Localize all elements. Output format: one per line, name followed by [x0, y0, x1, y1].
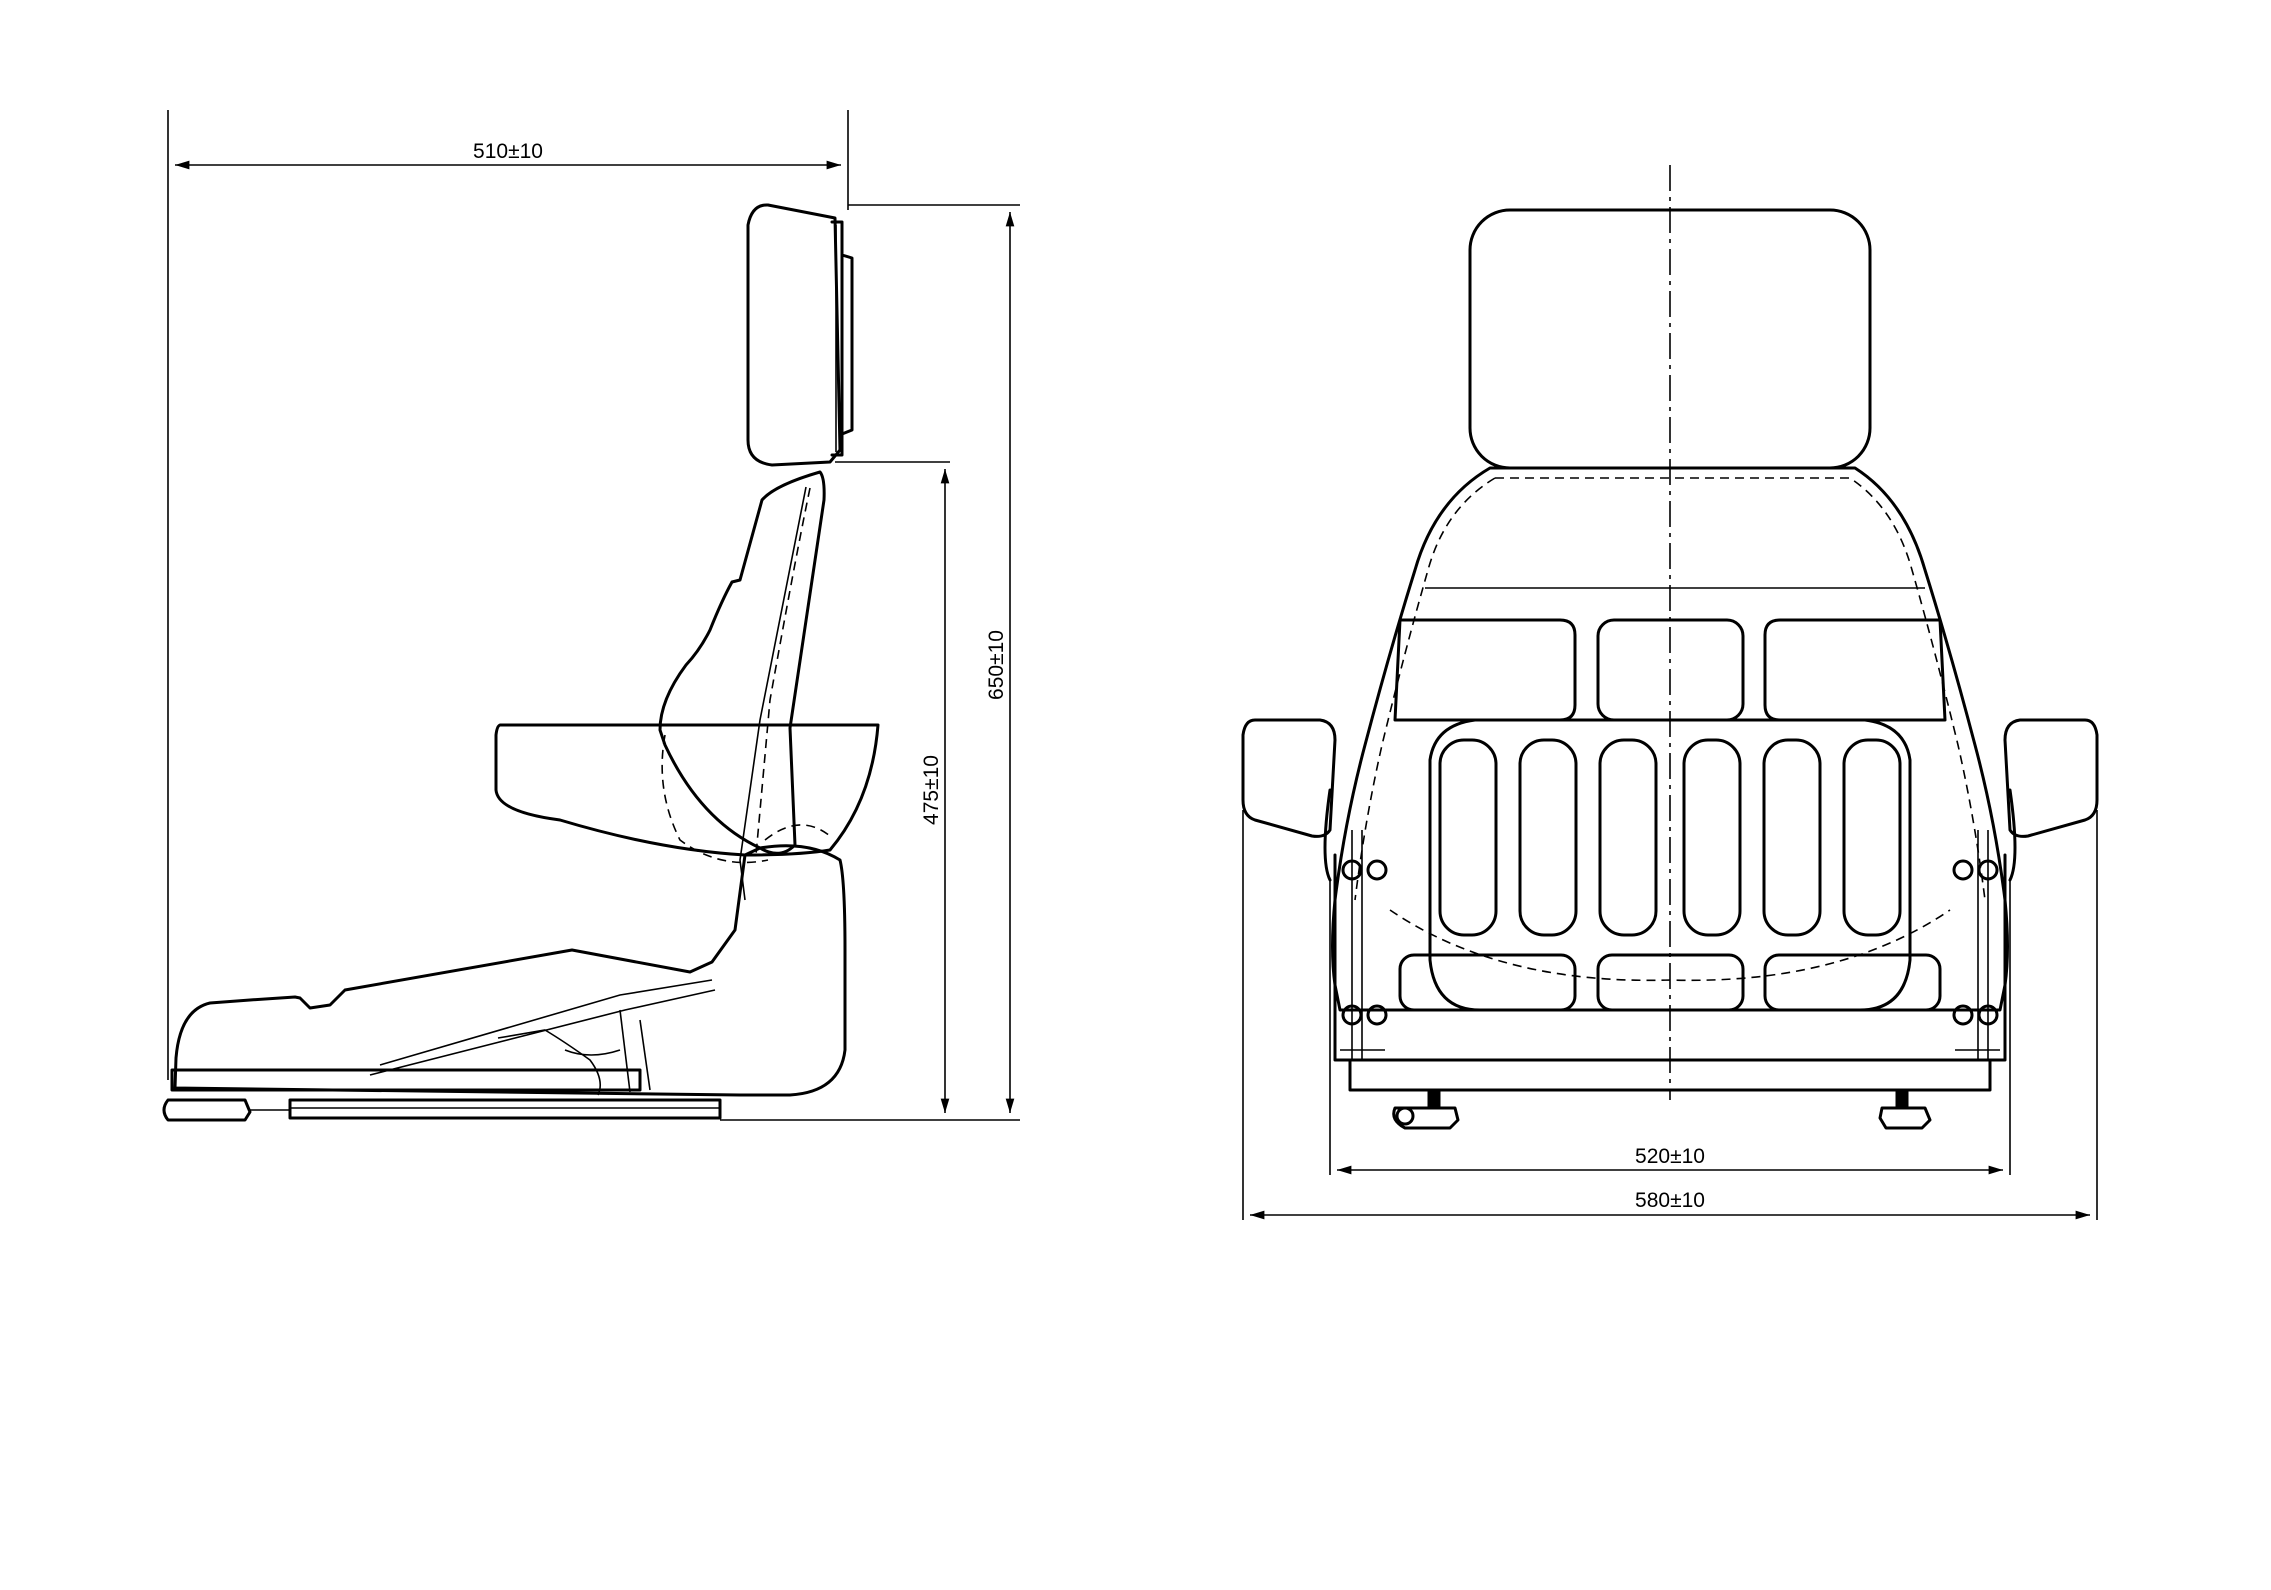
- front-cushion-pad-right: [1763, 953, 1942, 1012]
- side-slide-rail: [288, 1098, 722, 1120]
- side-seat-cushion: [173, 844, 847, 1097]
- front-back-slots: [1438, 738, 1902, 937]
- side-backrest: [658, 470, 826, 855]
- side-dim-overall-depth: 510±10: [473, 140, 543, 163]
- front-bracket-left: [1340, 830, 1388, 1060]
- side-armrest: [494, 723, 880, 857]
- side-dim-seat-to-backrest: 475±10: [920, 755, 943, 825]
- side-headrest: [746, 203, 842, 467]
- front-dim-overall-width: 580±10: [1635, 1189, 1705, 1212]
- front-knob-right: [1878, 1091, 1932, 1130]
- front-dim-inner-width: 520±10: [1635, 1145, 1705, 1168]
- side-view: 510±10 650±10 475±10: [162, 110, 1020, 1122]
- side-dim-overall-height: 650±10: [985, 630, 1008, 700]
- front-cushion-pad-left: [1398, 953, 1577, 1012]
- front-cushion-pad-center: [1596, 953, 1745, 1012]
- front-view: 520±10 580±10: [1241, 165, 2099, 1220]
- front-armrest-left: [1241, 718, 1337, 838]
- front-knob-left: [1392, 1091, 1460, 1130]
- side-headrest-rail: [830, 220, 844, 457]
- side-headrest-clip: [840, 253, 854, 436]
- front-base-plate: [1348, 1058, 1992, 1092]
- front-bracket-right: [1952, 830, 2000, 1060]
- front-panel-upper-left: [1393, 618, 1577, 722]
- front-panel-upper-right: [1763, 618, 1947, 722]
- side-adjustment-lever: [162, 1098, 252, 1122]
- front-armrest-right: [2003, 718, 2099, 838]
- side-base-frame: [170, 1068, 642, 1092]
